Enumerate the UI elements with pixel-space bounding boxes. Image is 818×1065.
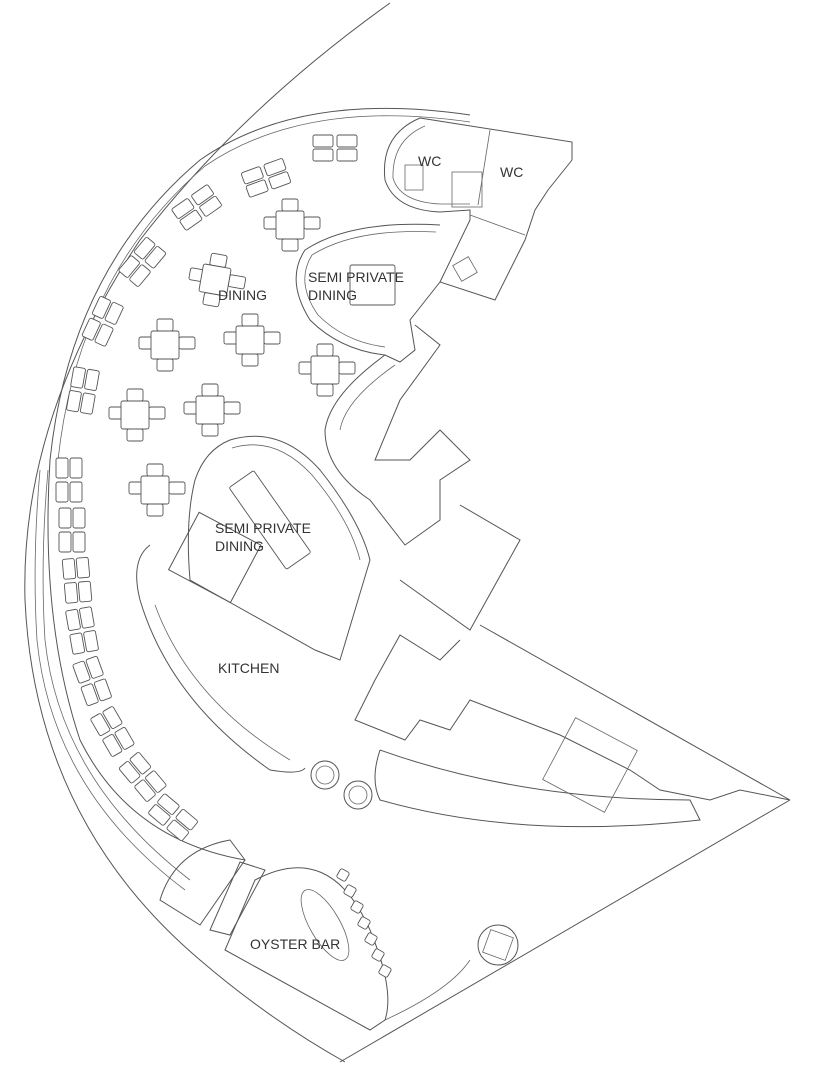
booth-table (90, 706, 135, 757)
wc-block (383, 117, 573, 301)
outer-wall (24, 2, 471, 1063)
label-wc-left: WC (418, 153, 441, 169)
bar-stool (343, 884, 357, 898)
booth-table (312, 134, 358, 162)
booth-table (118, 752, 167, 802)
label-wc-right: WC (500, 164, 523, 180)
bar-stool (378, 964, 392, 978)
label-semi-private-top-1: SEMI PRIVATE (308, 269, 404, 285)
label-semi-private-top-2: DINING (308, 287, 357, 303)
long-table (229, 470, 311, 570)
table (128, 463, 186, 517)
booth-table (171, 184, 222, 231)
label-oyster-bar: OYSTER BAR (250, 936, 340, 952)
table (263, 198, 321, 252)
bar-stool (350, 900, 364, 914)
semi-private-top-wall (295, 223, 441, 363)
booth-table (66, 366, 100, 415)
table (188, 252, 247, 308)
table (108, 388, 166, 442)
room-labels: WC WC SEMI PRIVATE DINING DINING SEMI PR… (215, 153, 523, 952)
booth-table (81, 296, 124, 347)
label-semi-private-bottom-1: SEMI PRIVATE (215, 520, 311, 536)
kitchen-wall (136, 544, 791, 828)
booth-table (72, 656, 112, 707)
round-table (349, 264, 396, 306)
tables (55, 134, 396, 978)
semi-private-bottom-wall (167, 435, 371, 661)
bar-stool (364, 932, 378, 946)
booth-table (241, 158, 292, 198)
corridor (324, 324, 521, 631)
table (298, 343, 356, 397)
table (183, 383, 241, 437)
bar-stool (336, 868, 350, 882)
oyster-bar-wall (159, 799, 791, 1063)
table (223, 313, 281, 367)
booth-table (61, 556, 93, 604)
label-kitchen: KITCHEN (218, 660, 279, 676)
booth-table (58, 507, 86, 553)
booth-table (118, 237, 167, 287)
booth-table (148, 793, 198, 842)
label-dining: DINING (218, 287, 267, 303)
bar-stool (371, 948, 385, 962)
booth-table (65, 606, 99, 655)
table (138, 318, 196, 372)
label-semi-private-bottom-2: DINING (215, 538, 264, 554)
booth-table (55, 457, 83, 503)
bar-stool (357, 916, 371, 930)
